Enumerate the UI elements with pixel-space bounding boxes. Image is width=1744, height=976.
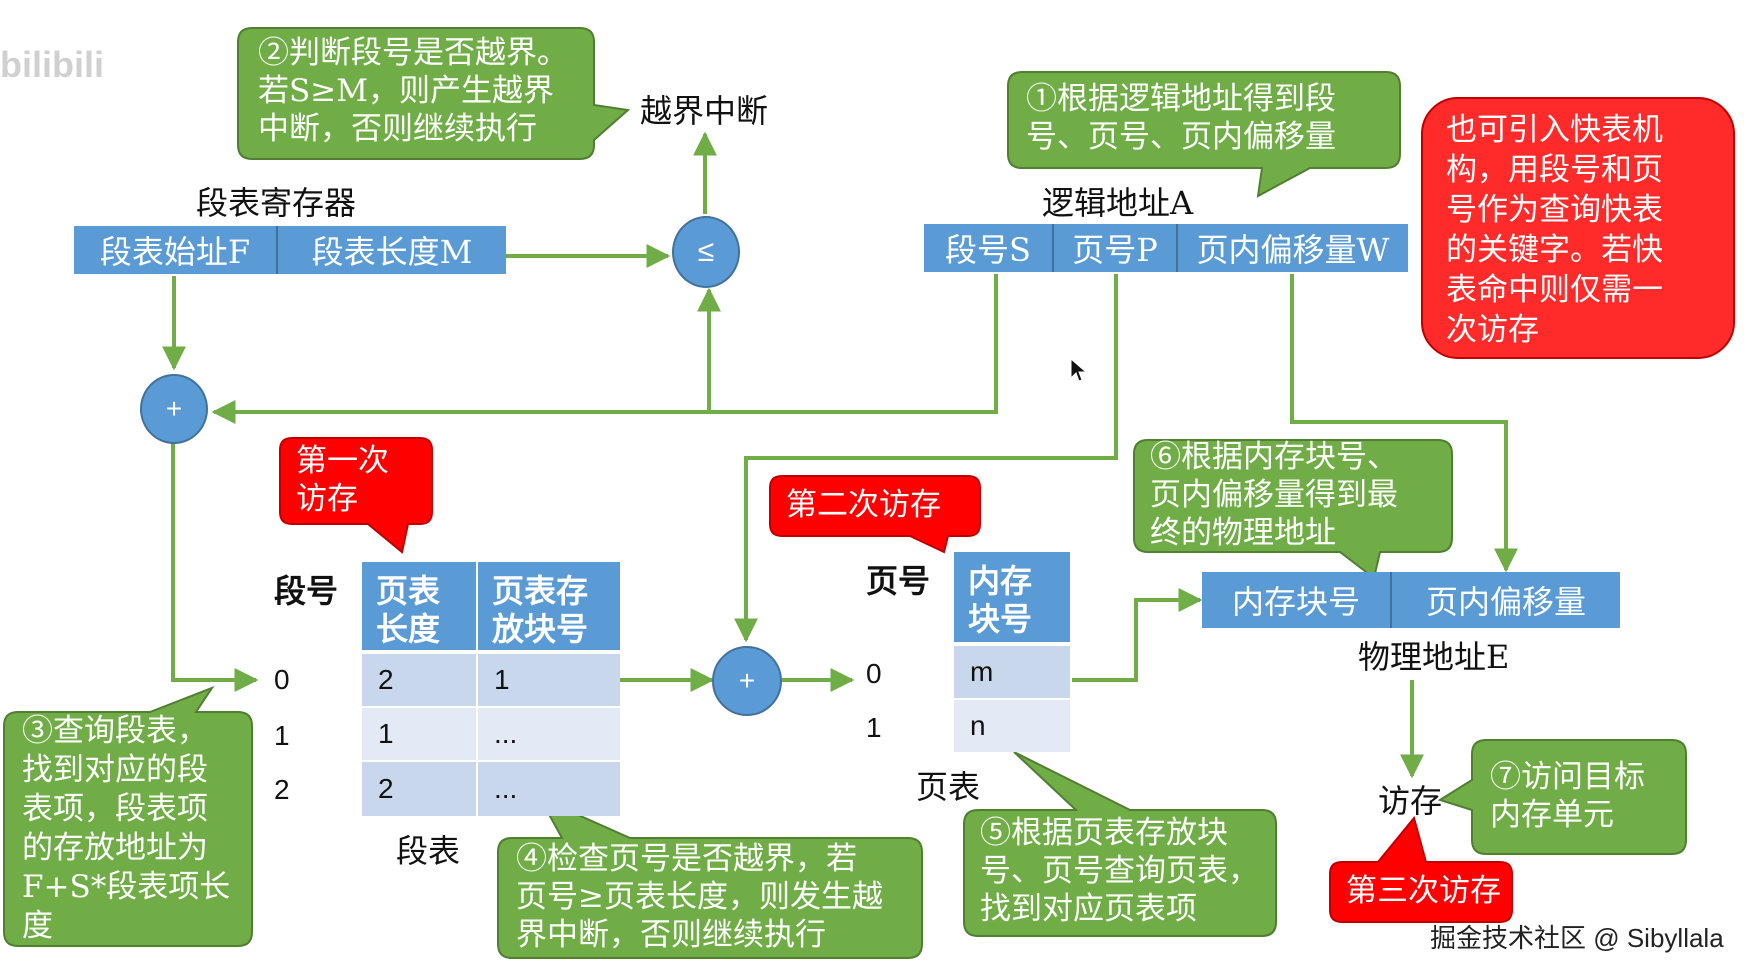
callout-step7: ⑦访问目标 内存单元 xyxy=(1490,759,1645,833)
page-table-header-block: 内存 块号 xyxy=(954,552,1070,642)
memory-access-label: 访存 xyxy=(1378,782,1443,820)
seg-row-0-length: 2 xyxy=(362,654,476,706)
callout-step5: ⑤根据页表存放块 号、页号查询页表， 找到对应页表项 xyxy=(980,815,1259,927)
seg-row-1-block: ... xyxy=(478,708,620,760)
seg-no-column-label: 段号 xyxy=(274,572,339,610)
out-of-bounds-interrupt-label: 越界中断 xyxy=(640,92,769,130)
callout-shape-third-access xyxy=(1329,815,1513,923)
callout-shape-step1 xyxy=(1007,71,1401,198)
page-row-0: m xyxy=(954,646,1070,698)
adder-page-node: + xyxy=(712,646,782,716)
arrow-plus-to-segtable xyxy=(171,440,259,692)
seg-row-1-length: 1 xyxy=(362,708,476,760)
seg-row-2-block: ... xyxy=(478,762,620,816)
callout-shape-step2 xyxy=(237,27,631,160)
callout-step3: ③查询段表， 找到对应的段 表项，段表项 的存放地址为 F+S*段表项长 度 xyxy=(22,713,231,944)
adder-segment-node: + xyxy=(140,374,208,444)
callout-shape-step5 xyxy=(963,751,1277,937)
compare-node: ≤ xyxy=(672,216,740,288)
callout-step1: ①根据逻辑地址得到段 号、页号、页内偏移量 xyxy=(1026,81,1336,155)
logical-address-label: 逻辑地址A xyxy=(1042,184,1194,222)
seg-index-0: 0 xyxy=(274,664,290,695)
seg-row-2-length: 2 xyxy=(362,762,476,816)
callout-shape-first-access xyxy=(279,437,433,554)
seg-index-1: 1 xyxy=(274,720,290,751)
arrow-pagetable-to-block xyxy=(1072,588,1203,682)
watermark-top-left: bilibili xyxy=(0,44,104,85)
seg-table-length-cell: 段表长度M xyxy=(278,226,506,274)
callout-step2: ②判断段号是否越界。 若S≥M，则产生越界 中断，否则继续执行 xyxy=(258,35,568,147)
mouse-cursor-icon xyxy=(1070,358,1088,382)
segment-table-caption: 段表 xyxy=(396,832,461,870)
seg-table-header-block: 页表存 放块号 xyxy=(478,562,620,650)
physical-address-label: 物理地址E xyxy=(1358,638,1510,676)
callout-tlb-note: 也可引入快表机 构，用段号和页 号作为查询快表 的关键字。若快 表命中则仅需一 … xyxy=(1446,112,1663,348)
callout-step6: ⑥根据内存块号、 页内偏移量得到最 终的物理地址 xyxy=(1150,439,1398,551)
page-no-field: 页号P xyxy=(1054,224,1178,272)
page-row-1: n xyxy=(954,700,1070,752)
watermark-bottom-right: 掘金技术社区 @ Sibyllala xyxy=(1430,923,1724,953)
callout-step4: ④检查页号是否越界，若 页号≥页表长度，则发生越 界中断，否则继续执行 xyxy=(516,841,883,953)
callout-shape-step4 xyxy=(497,795,923,959)
callout-shape-step6 xyxy=(1133,439,1453,580)
page-no-column-label: 页号 xyxy=(866,562,931,600)
seg-row-0-block: 1 xyxy=(478,654,620,706)
callout-shape-second-access xyxy=(769,475,981,554)
seg-table-header-length: 页表 长度 xyxy=(362,562,476,650)
callout-second-access: 第二次访存 xyxy=(786,487,941,523)
arrow-offset-to-phys xyxy=(1290,274,1518,573)
page-index-1: 1 xyxy=(866,712,882,743)
page-table-caption: 页表 xyxy=(916,768,981,806)
page-index-0: 0 xyxy=(866,658,882,689)
arrow-pageno-to-plus2 xyxy=(734,274,1118,643)
callout-shape-tlb-note xyxy=(1421,97,1735,359)
page-offset-field: 页内偏移量W xyxy=(1178,224,1408,272)
segment-table-register-label: 段表寄存器 xyxy=(196,184,357,222)
callout-shape-step7 xyxy=(1437,739,1687,855)
callout-third-access: 第三次访存 xyxy=(1346,873,1501,909)
phys-block-field: 内存块号 xyxy=(1202,572,1392,628)
arrow-segno-to-plus xyxy=(211,274,998,424)
phys-offset-field: 页内偏移量 xyxy=(1392,572,1620,628)
seg-index-2: 2 xyxy=(274,774,290,805)
seg-table-start-cell: 段表始址F xyxy=(74,226,278,274)
callout-first-access: 第一次 访存 xyxy=(296,443,389,517)
callout-shape-step3 xyxy=(3,685,253,947)
seg-no-field: 段号S xyxy=(924,224,1054,272)
